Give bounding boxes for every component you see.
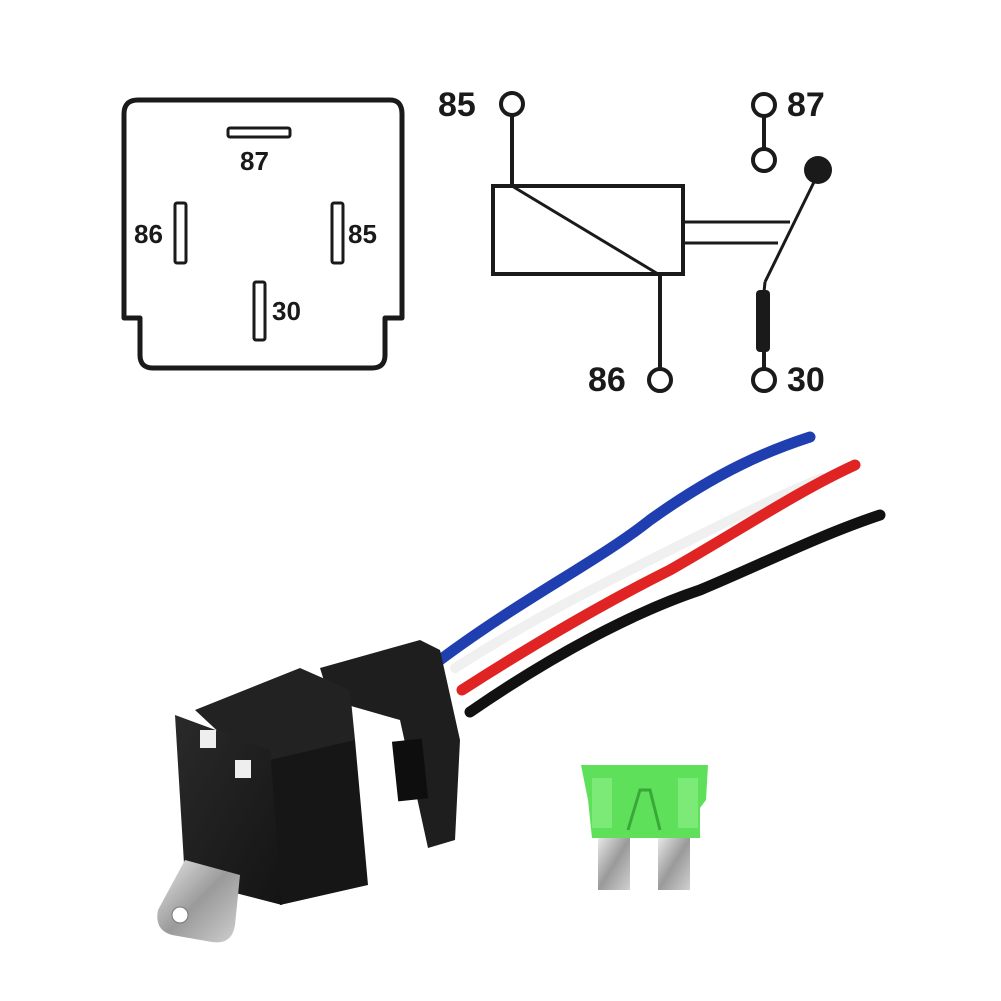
pin-86-label: 86 (134, 219, 163, 249)
relay-base-outline (121, 97, 405, 371)
fuse-blade-right (658, 838, 690, 890)
wire-blue (434, 431, 816, 666)
contact-87-icon (751, 147, 777, 173)
schematic-label-30: 30 (787, 361, 825, 399)
fuse-blade-left (598, 838, 630, 890)
pin-85-label: 85 (348, 219, 377, 249)
pin-86-slot (173, 201, 188, 265)
terminal-slot-2 (235, 760, 251, 778)
relay-side (270, 740, 368, 905)
terminal-30-icon (751, 367, 777, 393)
coil-box (491, 184, 685, 276)
mounting-bracket (157, 860, 240, 943)
pin-87-label: 87 (240, 146, 269, 176)
pin-30-label: 30 (272, 296, 301, 326)
switch-arm (763, 179, 817, 283)
terminal-85-icon (499, 91, 525, 117)
wire-black (464, 509, 886, 718)
socket-slot (391, 738, 429, 802)
pin-87-slot (226, 126, 292, 139)
blade-fuse (581, 765, 708, 890)
schematic-label-87: 87 (787, 86, 825, 124)
pivot-dot-icon (804, 156, 832, 184)
relay-front (175, 715, 282, 905)
wire-white (450, 473, 827, 673)
schematic-label-85: 85 (438, 86, 476, 124)
resistor-30-icon (756, 290, 770, 352)
schematic-label-86: 86 (588, 361, 626, 399)
pin-85-slot (330, 201, 345, 265)
coil-diagonal (511, 184, 659, 276)
pin-30-slot (252, 280, 267, 342)
terminal-86-icon (647, 367, 673, 393)
terminal-slot-1 (200, 730, 216, 748)
mounting-hole-icon (171, 906, 189, 924)
wire-red (456, 459, 861, 696)
